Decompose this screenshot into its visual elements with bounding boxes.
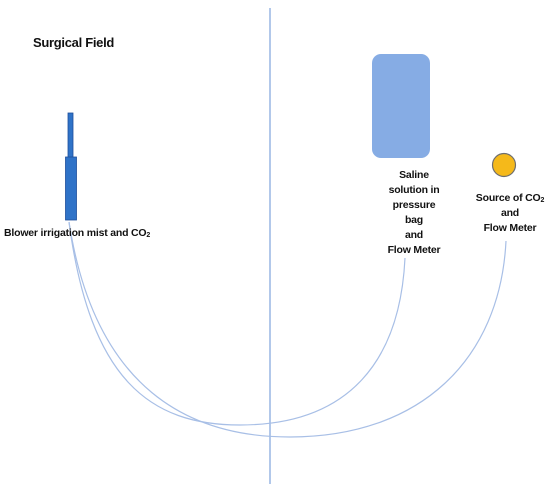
co2-label-text: Source of CO	[475, 192, 541, 204]
blower-device	[65, 112, 77, 221]
blower-label-subscript: 2	[146, 232, 151, 239]
co2-label-subscript: 2	[540, 197, 545, 204]
tubing-saline	[68, 221, 406, 426]
saline-label-line: and	[404, 229, 424, 241]
saline-label-line: solution in	[388, 184, 440, 196]
co2-label-line: Flow Meter	[483, 222, 537, 234]
co2-label-line: and	[500, 207, 520, 219]
tubing-co2	[68, 221, 507, 438]
co2-source-circle	[491, 152, 517, 178]
saline-label-line: pressure	[392, 199, 436, 211]
blower-label: Blower irrigation mist and CO2	[4, 226, 150, 241]
blower-handle	[65, 156, 77, 221]
pressure-bag	[372, 54, 430, 158]
saline-label: Saline solution in pressure bag and Flow…	[372, 168, 456, 258]
co2-label-line: Source of CO2	[474, 191, 546, 206]
blower-label-text: Blower irrigation mist and CO	[4, 227, 147, 239]
saline-label-line: Saline	[399, 169, 429, 181]
co2-source-label: Source of CO2 and Flow Meter	[474, 191, 546, 236]
saline-label-line: bag	[404, 214, 424, 226]
saline-label-line: Flow Meter	[387, 244, 441, 256]
surgical-field-title: Surgical Field	[33, 35, 115, 50]
